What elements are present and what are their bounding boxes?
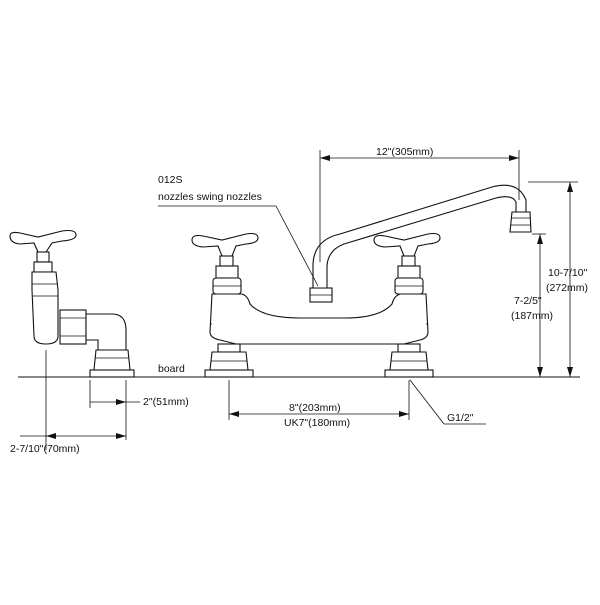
right-leg [384, 343, 434, 378]
dim-total-height-mm: (272mm) [546, 282, 588, 294]
side-flange [89, 369, 135, 378]
side-union-nut [59, 309, 87, 345]
side-view-faucet [9, 229, 135, 378]
left-handle [191, 232, 259, 257]
side-stem-nut [36, 251, 50, 263]
left-stem-nut [219, 255, 234, 267]
right-handle [373, 232, 441, 257]
side-bonnet [33, 261, 53, 273]
side-elbow [85, 313, 127, 351]
dim-total-height-in: 10-7/10" [548, 267, 588, 279]
right-stem-nut [401, 255, 416, 267]
dim-center-spacing-uk: UK7"(180mm) [284, 417, 350, 429]
dim-spout-height-mm: (187mm) [511, 310, 553, 322]
right-valve [373, 232, 441, 295]
thread-label: G1/2" [447, 412, 474, 424]
bridge-body [209, 293, 429, 345]
swing-spout [309, 184, 532, 303]
right-leg-neck [397, 343, 421, 353]
spout-aerator [509, 211, 532, 233]
side-valve-body [31, 271, 59, 345]
model-label: 012S [158, 174, 183, 186]
dim-spout-reach: 12"(305mm) [376, 146, 433, 158]
left-bonnet [215, 265, 239, 279]
dim-center-spacing: 8"(203mm) [289, 402, 341, 414]
left-leg-neck [217, 343, 241, 353]
nozzle-type-label: nozzles swing nozzles [158, 191, 262, 203]
left-valve [191, 232, 259, 295]
right-bonnet [397, 265, 421, 279]
board-label: board [158, 363, 185, 375]
dim-side-offset: 2"(51mm) [143, 396, 189, 408]
side-handle [9, 229, 77, 253]
dim-spout-height-in: 7-2/5" [514, 295, 542, 307]
side-shank-nut [93, 349, 131, 371]
right-flange [384, 369, 434, 378]
dim-side-depth: 2-7/10"(70mm) [10, 443, 80, 455]
left-flange [204, 369, 254, 378]
left-leg [204, 343, 254, 378]
